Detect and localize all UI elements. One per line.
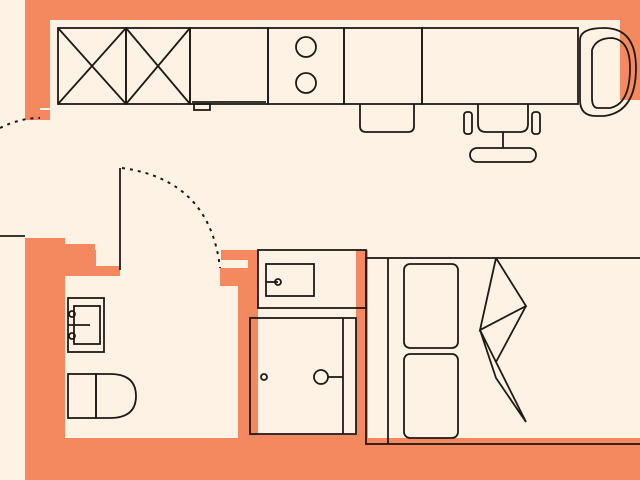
top-wall	[25, 0, 640, 20]
left-strip-floor	[0, 0, 25, 120]
room-right-floor	[365, 250, 640, 443]
bath-wall-right	[238, 268, 258, 440]
kitchen-counter	[343, 27, 579, 105]
bottom-wall	[25, 438, 640, 480]
left-wall-upper	[25, 0, 50, 108]
washbasin	[67, 297, 105, 353]
office-chair	[463, 104, 541, 163]
shower	[249, 317, 357, 435]
right-wall-bed-fill	[620, 100, 640, 250]
double-bed	[365, 257, 640, 445]
stool	[359, 104, 415, 133]
bath-wall-step-2	[95, 266, 120, 276]
entry-floor-lower	[0, 236, 25, 480]
room-main-floor	[50, 20, 640, 250]
armchair	[579, 27, 637, 117]
entry-floor	[0, 120, 120, 238]
toilet	[67, 373, 137, 419]
bath-right-wall-inner	[356, 250, 368, 440]
left-wall-upper-step	[25, 108, 40, 118]
bath-wall-step-1	[25, 244, 95, 276]
bathroom-floor	[65, 275, 250, 438]
